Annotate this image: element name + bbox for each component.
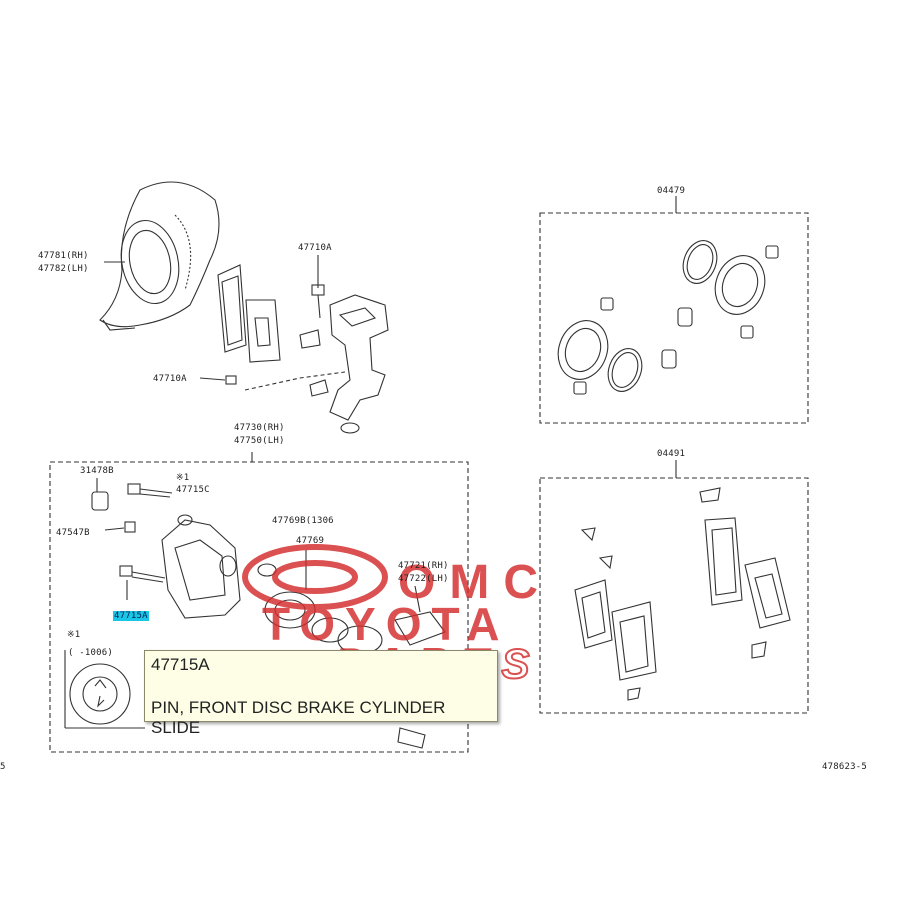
note-range: ( -1006) xyxy=(68,648,113,658)
label-47715c-mark: ※1 xyxy=(176,473,190,483)
label-47730[interactable]: 47730(RH) xyxy=(234,423,285,433)
label-47782[interactable]: 47782(LH) xyxy=(38,264,89,274)
edge-mark: 5 xyxy=(0,762,6,772)
label-04479[interactable]: 04479 xyxy=(657,186,686,196)
label-47710a-bottom[interactable]: 47710A xyxy=(153,374,187,384)
label-47721[interactable]: 47721(RH) xyxy=(398,561,449,571)
boot-31478b xyxy=(91,478,109,511)
caliper-bracket xyxy=(299,294,389,434)
bolt-47710a xyxy=(225,284,325,385)
tooltip-description: PIN, FRONT DISC BRAKE CYLINDER SLIDE xyxy=(151,698,446,737)
watermark-line2: TOYOTA xyxy=(262,598,509,650)
label-47547b[interactable]: 47547B xyxy=(56,528,90,538)
pin-47715a xyxy=(119,565,166,600)
label-04491[interactable]: 04491 xyxy=(657,449,686,459)
seal-kit-parts xyxy=(557,240,779,395)
diagram-reference: 478623-5 xyxy=(822,762,867,772)
label-47722[interactable]: 47722(LH) xyxy=(398,574,449,584)
seal-kit-frame xyxy=(539,212,809,424)
label-47715a[interactable]: 47715A xyxy=(113,611,149,621)
label-47781[interactable]: 47781(RH) xyxy=(38,251,89,261)
label-47715c[interactable]: 47715C xyxy=(176,485,210,495)
tooltip-part-number: 47715A xyxy=(151,655,210,674)
pad-kit-parts xyxy=(574,487,791,701)
label-47769[interactable]: 47769 xyxy=(296,536,325,546)
note-mark: ※1 xyxy=(67,630,81,640)
pad-kit-frame xyxy=(539,477,809,714)
dust-shield-part xyxy=(99,181,220,331)
pin-47715c xyxy=(127,483,173,498)
label-47750[interactable]: 47750(LH) xyxy=(234,436,285,446)
bleeder-47547b xyxy=(124,521,136,533)
watermark-line1: OMC xyxy=(398,556,552,609)
label-47710a-top[interactable]: 47710A xyxy=(298,243,332,253)
caliper-assembly-frame xyxy=(49,461,469,753)
note-box xyxy=(64,650,145,729)
part-tooltip: 47715A PIN, FRONT DISC BRAKE CYLINDER SL… xyxy=(144,650,498,737)
label-47715a-highlight: 47715A xyxy=(113,611,149,621)
brake-pad-upper xyxy=(217,264,281,363)
caliper-body xyxy=(161,514,241,619)
label-47769b[interactable]: 47769B(1306 xyxy=(272,516,334,526)
label-31478b[interactable]: 31478B xyxy=(80,466,114,476)
